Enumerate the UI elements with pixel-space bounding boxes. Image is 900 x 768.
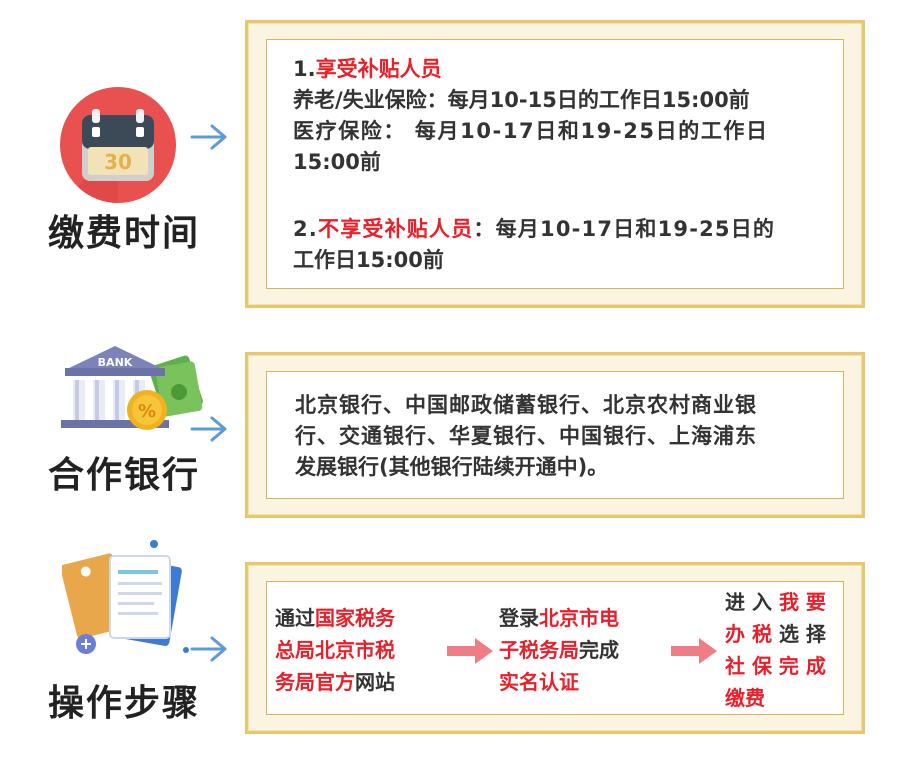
item2-line2: 工作日15:00前 xyxy=(293,248,444,272)
banks-line2: 行、交通银行、华夏银行、中国银行、上海浦东 xyxy=(295,424,757,448)
steps-panel: 通过国家税务 总局北京市税 务局官方网站 登录北京市电 子税务局完成 实名认证 … xyxy=(245,562,865,734)
banks-line3: 发展银行(其他银行陆续开通中)。 xyxy=(295,455,609,479)
svg-text:%: % xyxy=(138,401,156,422)
item1-line2: 医疗保险： 每月10-17日和19-25日的工作日 xyxy=(293,119,769,143)
step-1: 通过国家税务 总局北京市税 务局官方网站 xyxy=(275,606,395,694)
step-arrow-icon xyxy=(669,636,719,670)
bank-icon: BANK % xyxy=(55,340,205,440)
section-title-steps: 操作步骤 xyxy=(47,683,200,724)
arrow-right-icon xyxy=(190,122,230,156)
item2-title: 不享受补贴人员 xyxy=(318,217,474,241)
item1-title: 享受补贴人员 xyxy=(315,57,442,81)
item1-line1: 养老/失业保险：每月10-15日的工作日15:00前 xyxy=(293,88,750,112)
step-arrow-icon xyxy=(445,636,495,670)
documents-icon xyxy=(60,540,212,668)
item1-line3: 15:00前 xyxy=(293,150,381,174)
banks-line1: 北京银行、中国邮政储蓄银行、北京农村商业银 xyxy=(295,393,757,417)
bank-sign: BANK xyxy=(98,356,133,369)
section-title-partner-banks: 合作银行 xyxy=(47,455,200,496)
step-3: 进 入 我 要 办 税 选 择 社 保 完 成 缴费 xyxy=(725,590,826,710)
item2-rest: ：每月10-17日和19-25日的 xyxy=(473,217,776,241)
step-2: 登录北京市电 子税务局完成 实名认证 xyxy=(499,606,619,694)
arrow-right-icon xyxy=(190,414,230,448)
section-title-payment-time: 缴费时间 xyxy=(47,213,200,254)
arrow-right-icon xyxy=(190,634,230,668)
item2-prefix: 2. xyxy=(293,217,318,241)
payment-time-panel: 1.享受补贴人员 养老/失业保险：每月10-15日的工作日15:00前 医疗保险… xyxy=(245,20,865,308)
partner-banks-panel: 北京银行、中国邮政储蓄银行、北京农村商业银 行、交通银行、华夏银行、中国银行、上… xyxy=(245,352,865,518)
calendar-icon: 30 xyxy=(58,85,178,205)
item1-prefix: 1. xyxy=(293,57,316,81)
calendar-number: 30 xyxy=(104,150,132,174)
